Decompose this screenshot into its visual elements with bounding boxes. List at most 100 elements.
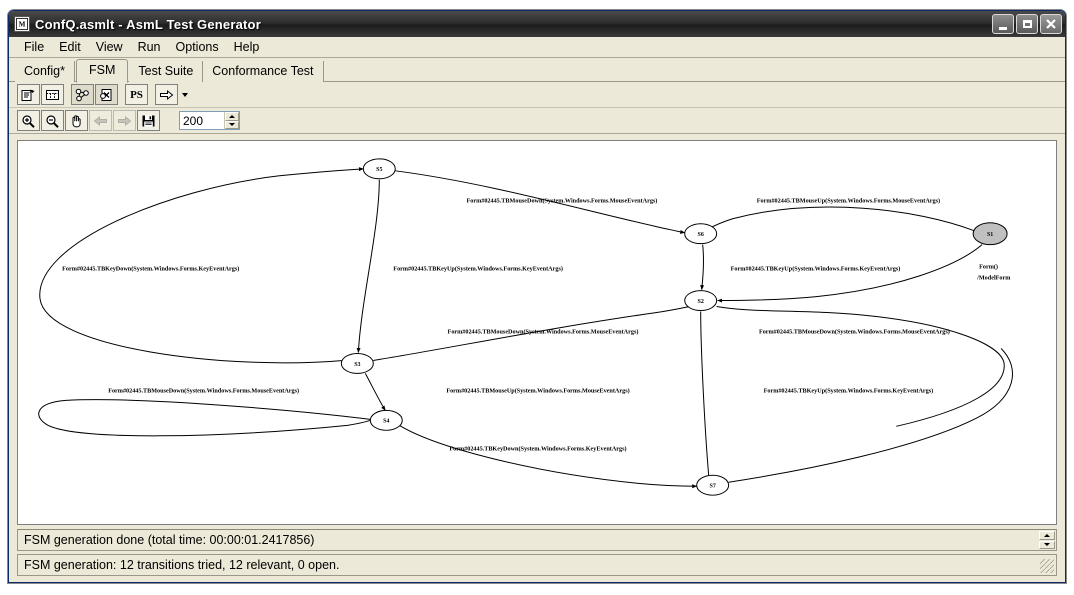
status-scroll-up-button[interactable] xyxy=(1039,531,1055,540)
minimize-button[interactable] xyxy=(992,14,1014,34)
node-s2-label: S2 xyxy=(698,299,704,305)
zoom-level-input[interactable]: 200 xyxy=(180,112,224,129)
save-button[interactable] xyxy=(137,110,160,131)
application-window: M ConfQ.asmlt - AsmL Test Generator File… xyxy=(8,10,1066,583)
edge-s4-to-s7 xyxy=(399,424,698,489)
tab-strip: Config* FSM Test Suite Conformance Test xyxy=(9,58,1065,83)
status-secondary-text: FSM generation: 12 transitions tried, 12… xyxy=(24,558,340,572)
edge-label-keyup-right: Form#02445.TBKeyUp(System.Windows.Forms.… xyxy=(731,266,901,273)
floppy-disk-icon xyxy=(142,115,155,126)
menu-bar: File Edit View Run Options Help xyxy=(9,37,1065,58)
edge-label-init-constructor: Form() xyxy=(979,264,998,271)
node-s6[interactable]: S6 xyxy=(684,223,718,245)
graph-nodes: S5 S6 S1 S2 S3 xyxy=(340,158,1008,496)
edge-label-mousedown-mid: Form#02445.TBMouseDown(System.Windows.Fo… xyxy=(448,328,639,335)
edge-s4-left-loop xyxy=(38,399,371,437)
zoom-out-icon xyxy=(46,114,59,128)
edge-s7-to-s2 xyxy=(700,311,710,476)
pan-button[interactable] xyxy=(65,110,88,131)
edge-label-keyup-center: Form#02445.TBKeyUp(System.Windows.Forms.… xyxy=(393,266,563,273)
edge-label-keydown-bottom: Form#02445.TBKeyDown(System.Windows.Form… xyxy=(449,445,626,452)
back-button[interactable] xyxy=(89,110,112,131)
status-bar-primary: FSM generation done (total time: 00:00:0… xyxy=(17,529,1057,551)
menu-item-options[interactable]: Options xyxy=(175,40,219,54)
fsm-state-graph: S5 S6 S1 S2 S3 xyxy=(38,158,1014,496)
grid-icon xyxy=(46,89,59,100)
edge-s2-to-right-loop xyxy=(716,306,1005,427)
svg-text:M: M xyxy=(19,21,26,29)
node-s2[interactable]: S2 xyxy=(684,290,718,312)
edge-s3-to-s4 xyxy=(364,373,386,411)
zoom-decrement-button[interactable] xyxy=(225,120,239,129)
run-dropdown-caret[interactable] xyxy=(179,84,191,105)
status-primary-text: FSM generation done (total time: 00:00:0… xyxy=(24,533,315,547)
resize-grip[interactable] xyxy=(1040,559,1054,573)
maximize-button[interactable] xyxy=(1016,14,1038,34)
fsm-graph-canvas[interactable]: S5 S6 S1 S2 S3 xyxy=(17,140,1057,525)
zoom-in-icon xyxy=(22,114,35,128)
hand-icon xyxy=(72,114,81,127)
zoom-out-button[interactable] xyxy=(41,110,64,131)
menu-item-help[interactable]: Help xyxy=(233,40,260,54)
edge-s5-to-s6 xyxy=(395,170,686,234)
edge-label-mousedown-top: Form#02445.TBMouseDown(System.Windows.Fo… xyxy=(467,198,658,205)
properties-icon xyxy=(21,89,35,101)
zoom-level-stepper[interactable]: 200 xyxy=(179,111,240,130)
window-title: ConfQ.asmlt - AsmL Test Generator xyxy=(35,16,261,32)
node-s4-label: S4 xyxy=(383,419,389,425)
graph-edge-labels: Form#02445.TBMouseDown(System.Windows.Fo… xyxy=(62,198,1011,453)
edge-label-init-model: /ModelForm xyxy=(976,275,1011,282)
grid-view-button[interactable] xyxy=(41,84,64,105)
ps-text-icon: PS xyxy=(130,88,143,101)
tab-test-suite[interactable]: Test Suite xyxy=(129,61,204,82)
fsm-graph-button[interactable] xyxy=(71,84,94,105)
edge-label-mouseup-top: Form#02445.TBMouseUp(System.Windows.Form… xyxy=(757,198,940,205)
edge-s3-to-s5 xyxy=(39,167,364,364)
view-toolbar: 200 xyxy=(9,108,1065,134)
node-s6-label: S6 xyxy=(698,232,704,238)
window-controls xyxy=(992,14,1062,34)
tab-conformance-test[interactable]: Conformance Test xyxy=(203,61,324,82)
zoom-in-button[interactable] xyxy=(17,110,40,131)
node-s1-label: S1 xyxy=(987,232,993,238)
menu-item-file[interactable]: File xyxy=(24,40,45,54)
zoom-spinner-arrows xyxy=(224,112,239,129)
node-s3-label: S3 xyxy=(354,362,360,368)
edge-label-mousedown-low: Form#02445.TBMouseDown(System.Windows.Fo… xyxy=(108,387,299,394)
tab-config[interactable]: Config* xyxy=(15,61,75,82)
run-button[interactable] xyxy=(155,84,178,105)
tab-fsm[interactable]: FSM xyxy=(76,59,129,83)
close-button[interactable] xyxy=(1040,14,1062,34)
menu-item-view[interactable]: View xyxy=(95,40,123,54)
node-s4[interactable]: S4 xyxy=(369,409,403,431)
edge-s7-right-loop xyxy=(728,348,1014,483)
graph-nodes-icon xyxy=(75,88,89,101)
title-bar: M ConfQ.asmlt - AsmL Test Generator xyxy=(9,11,1065,37)
edge-s3-to-s2 xyxy=(373,304,696,361)
node-s1-initial[interactable]: S1 xyxy=(972,222,1008,246)
zoom-increment-button[interactable] xyxy=(225,112,239,121)
properties-button[interactable] xyxy=(17,84,40,105)
edge-s1-to-s2-keyup xyxy=(717,244,983,303)
status-scrollbar[interactable] xyxy=(1039,531,1055,549)
menu-item-edit[interactable]: Edit xyxy=(59,40,81,54)
status-scroll-down-button[interactable] xyxy=(1039,540,1055,549)
edge-label-mousedown-right: Form#02445.TBMouseDown(System.Windows.Fo… xyxy=(759,328,950,335)
node-s5-label: S5 xyxy=(376,167,382,173)
arrow-left-icon xyxy=(93,115,107,126)
postscript-button[interactable]: PS xyxy=(125,84,148,105)
menu-item-run[interactable]: Run xyxy=(137,40,161,54)
forward-button[interactable] xyxy=(113,110,136,131)
node-s7[interactable]: S7 xyxy=(696,474,730,496)
edge-label-keydown-left: Form#02445.TBKeyDown(System.Windows.Form… xyxy=(62,266,239,273)
node-s5[interactable]: S5 xyxy=(362,158,396,180)
node-s3[interactable]: S3 xyxy=(340,352,374,374)
generate-icon xyxy=(100,88,112,101)
generate-button[interactable] xyxy=(95,84,118,105)
arrow-right-icon xyxy=(160,89,174,100)
edge-label-mouseup-low: Form#02445.TBMouseUp(System.Windows.Form… xyxy=(446,387,629,394)
status-area: FSM generation done (total time: 00:00:0… xyxy=(9,525,1065,582)
app-icon: M xyxy=(14,16,30,32)
edge-label-keyup-low: Form#02445.TBKeyUp(System.Windows.Forms.… xyxy=(764,387,934,394)
main-toolbar: PS xyxy=(9,82,1065,108)
